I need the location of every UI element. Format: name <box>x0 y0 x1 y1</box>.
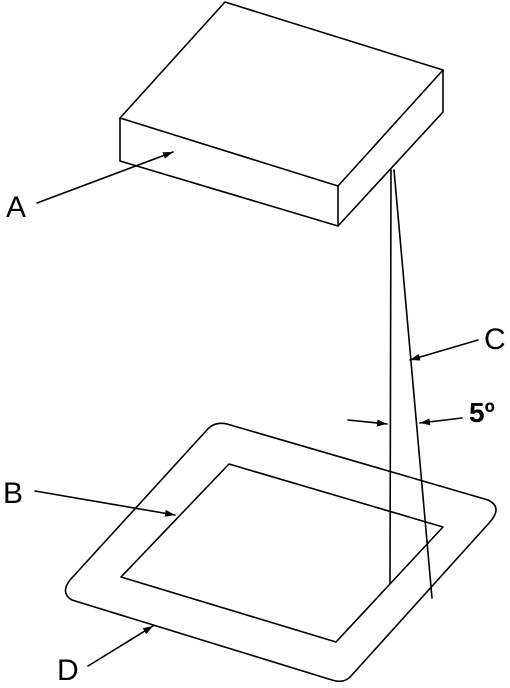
part-b-window <box>120 463 444 643</box>
leader-a <box>36 151 174 204</box>
ray-slanted <box>393 169 433 599</box>
box-front-face <box>119 117 339 227</box>
label-a: A <box>6 191 26 224</box>
part-d-frame <box>64 422 497 683</box>
angle-arrow-left <box>347 419 388 427</box>
box-top-face <box>119 1 444 187</box>
leader-c <box>409 339 479 361</box>
angle-label: 5º <box>469 397 495 428</box>
part-a-box <box>119 1 444 227</box>
box-right-face <box>337 69 444 227</box>
leader-d <box>87 625 154 667</box>
label-d: D <box>57 654 79 687</box>
ray-vertical <box>389 169 392 584</box>
angle-arrow-right <box>419 417 463 426</box>
leaders <box>34 151 479 667</box>
leader-b <box>34 490 176 517</box>
label-b: B <box>3 477 23 510</box>
frame-outline <box>64 422 497 683</box>
light-rays <box>389 169 433 599</box>
label-c: C <box>484 323 506 356</box>
